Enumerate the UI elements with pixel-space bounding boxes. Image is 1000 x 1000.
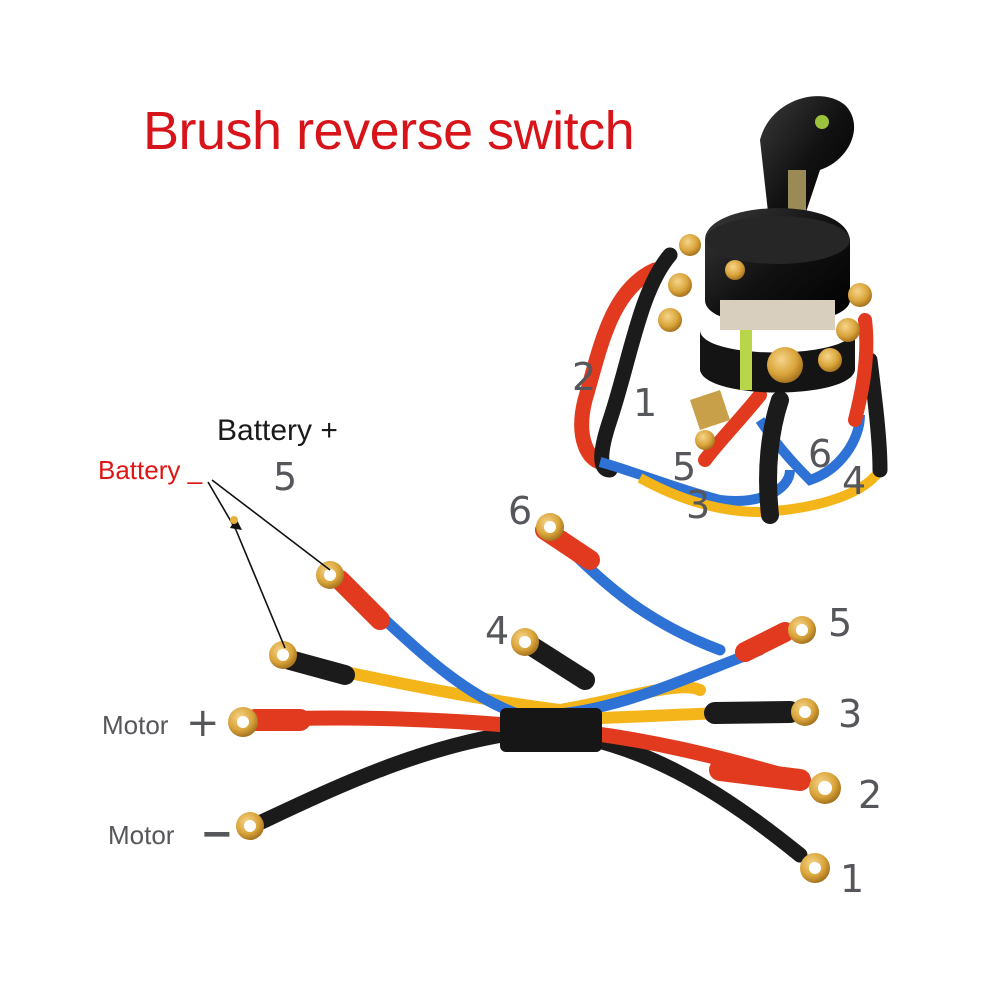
switch-terminal-number: 5 [672, 445, 697, 489]
wire-terminal-number: 5 [828, 601, 853, 645]
switch-terminal-number: 1 [633, 381, 658, 425]
wire-terminal-number: 2 [858, 773, 883, 817]
wire-terminal-number: 3 [838, 692, 863, 736]
wire-terminal-number: 4 [485, 609, 510, 653]
wire-terminal-number: 6 [508, 489, 533, 533]
motor-positive-sign: + [186, 700, 220, 746]
battery-negative-label: Battery _ [98, 455, 203, 485]
battery-positive-label: Battery + [217, 414, 338, 447]
battery-plus-terminal-number: 5 [273, 455, 298, 499]
wire-harness [228, 513, 841, 883]
wire-terminal-number: 1 [840, 857, 865, 901]
switch-terminal-number: 6 [808, 432, 833, 476]
reverse-switch [574, 96, 888, 524]
switch-terminal-number: 3 [686, 483, 711, 527]
motor-negative-sign: − [200, 811, 234, 857]
switch-terminal-number: 4 [842, 459, 867, 503]
switch-terminal-number: 2 [572, 355, 597, 399]
motor-positive-label: Motor [102, 710, 169, 740]
annotation-arrows [207, 479, 331, 649]
title: Brush reverse switch [143, 101, 635, 161]
motor-negative-label: Motor [108, 820, 175, 850]
